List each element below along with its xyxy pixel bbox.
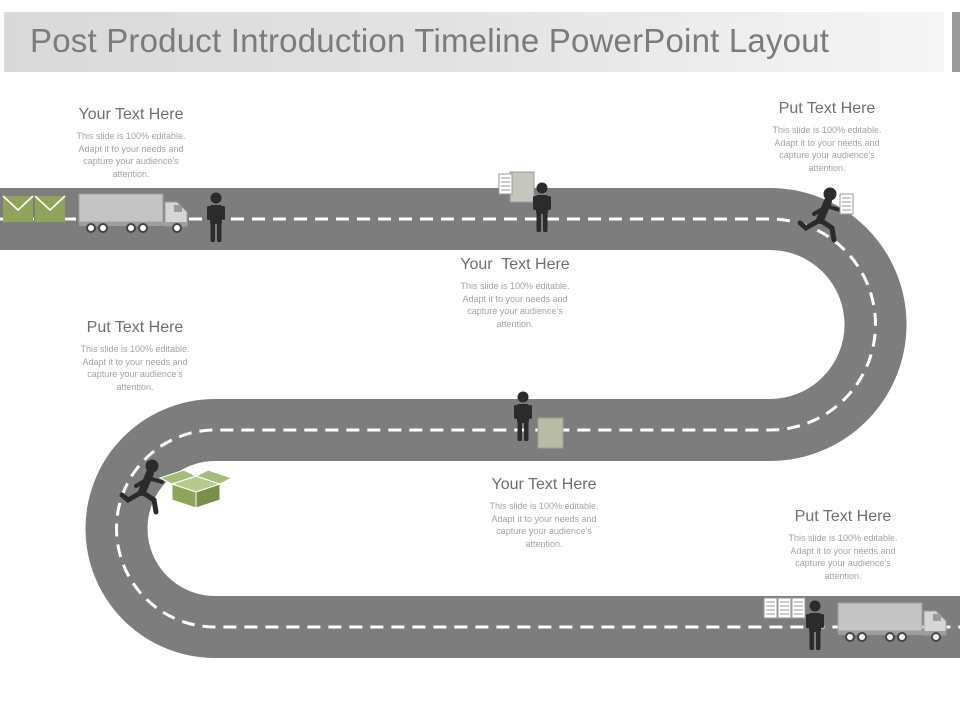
text-block-body: This slide is 100% editable. Adapt it to… xyxy=(80,344,190,392)
envelope-icon xyxy=(2,195,66,222)
text-block-4: Put Text Here This slide is 100% editabl… xyxy=(50,319,220,393)
text-block-heading: Put Text Here xyxy=(794,508,892,525)
text-block-body: This slide is 100% editable. Adapt it to… xyxy=(489,501,599,549)
lane-marking xyxy=(0,217,960,629)
document-icon xyxy=(498,171,535,203)
text-block-body: This slide is 100% editable. Adapt it to… xyxy=(772,125,882,173)
text-block-body: This slide is 100% editable. Adapt it to… xyxy=(788,533,898,581)
text-block-heading: Put Text Here xyxy=(778,100,876,117)
text-block-heading: Your Text Here xyxy=(460,256,570,273)
text-block-body: This slide is 100% editable. Adapt it to… xyxy=(460,281,570,329)
document-icon xyxy=(763,597,806,619)
title-bar xyxy=(4,12,944,72)
text-block-3: Your Text Here This slide is 100% editab… xyxy=(430,256,600,330)
text-block-heading: Your Text Here xyxy=(491,476,597,493)
title-accent xyxy=(952,12,960,72)
text-block-heading: Your Text Here xyxy=(78,106,184,123)
text-block-heading: Put Text Here xyxy=(86,319,184,336)
document-icon xyxy=(839,193,854,215)
page-title: Post Product Introduction Timeline Power… xyxy=(30,22,830,59)
text-block-2: Put Text Here This slide is 100% editabl… xyxy=(742,100,912,174)
text-block-5: Your Text Here This slide is 100% editab… xyxy=(459,476,629,550)
text-block-body: This slide is 100% editable. Adapt it to… xyxy=(76,131,186,179)
text-block-6: Put Text Here This slide is 100% editabl… xyxy=(758,508,928,582)
text-block-1: Your Text Here This slide is 100% editab… xyxy=(46,106,216,180)
package-icon xyxy=(537,417,564,449)
open-box-icon xyxy=(158,469,234,509)
